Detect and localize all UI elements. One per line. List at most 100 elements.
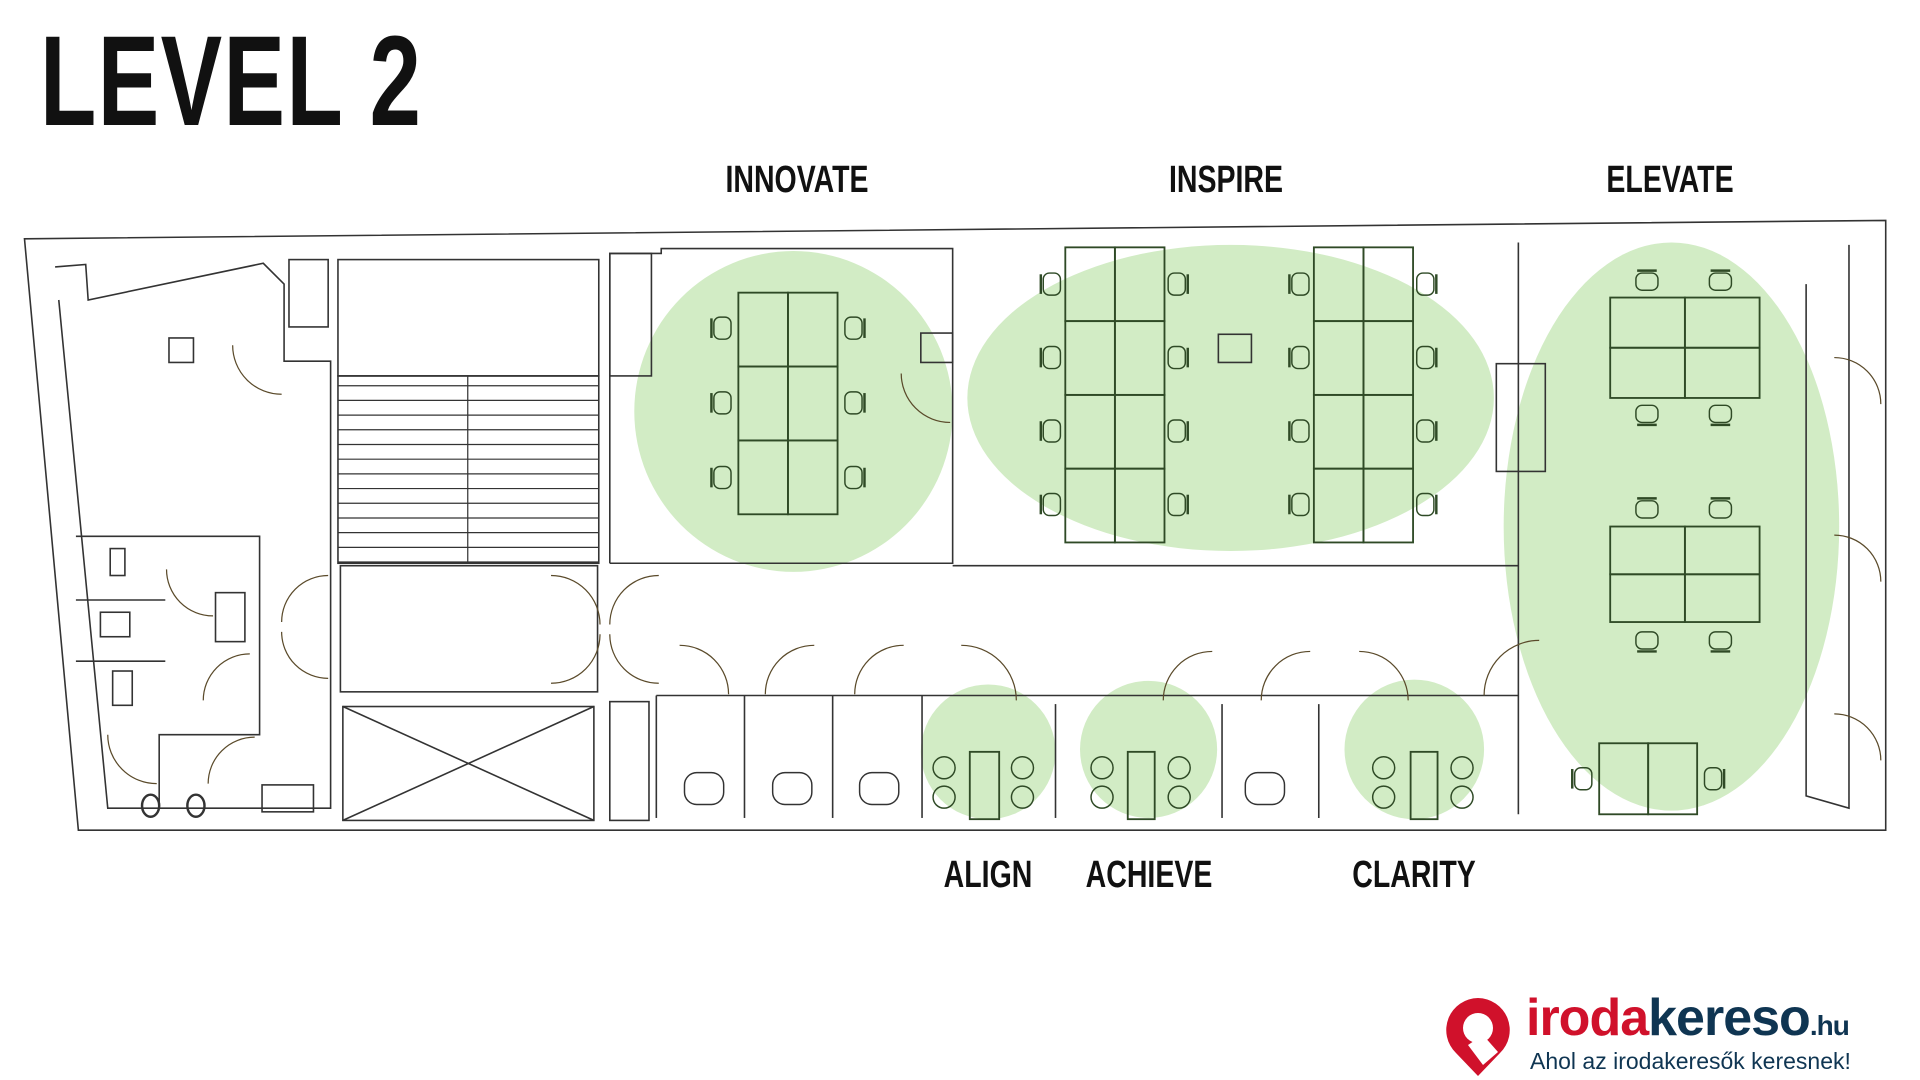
chair xyxy=(1288,345,1310,370)
stool xyxy=(1010,785,1035,809)
desk xyxy=(968,750,1001,821)
chair xyxy=(1039,492,1062,517)
chair xyxy=(1635,631,1659,653)
chair xyxy=(1167,419,1189,443)
chair xyxy=(844,465,866,490)
chair-seat xyxy=(1291,492,1310,517)
zone-innovate xyxy=(634,251,953,572)
chair-seat xyxy=(1635,500,1659,519)
room-zones xyxy=(634,242,1840,820)
chair-seat xyxy=(1042,492,1062,517)
chair xyxy=(844,391,866,415)
desk xyxy=(1409,750,1439,821)
chair-seat xyxy=(713,316,732,340)
chair-seat xyxy=(1167,345,1187,370)
chair-seat xyxy=(1416,419,1435,443)
room-label-align: ALIGN xyxy=(943,854,1033,896)
office-chair xyxy=(858,771,900,806)
stool xyxy=(1371,756,1396,780)
chair xyxy=(1708,269,1733,291)
office-chair xyxy=(1244,771,1286,806)
chair-seat xyxy=(1635,272,1659,291)
chair xyxy=(710,316,732,340)
stairs xyxy=(337,375,599,564)
chair xyxy=(1416,345,1438,370)
desks xyxy=(737,246,1761,821)
chair xyxy=(1039,419,1062,443)
brand-name: irodakereso.hu xyxy=(1526,989,1850,1047)
chair-seat xyxy=(713,465,732,490)
chair xyxy=(1288,272,1310,296)
chair-seat xyxy=(1708,500,1733,519)
chair-seat xyxy=(844,465,863,490)
stool xyxy=(1167,756,1191,780)
chair xyxy=(1708,497,1733,519)
desk xyxy=(1126,750,1156,821)
zone-achieve xyxy=(1080,680,1218,818)
page-title: LEVEL 2 xyxy=(40,10,423,153)
chair-seat xyxy=(844,391,863,415)
desk xyxy=(1683,346,1761,399)
walls xyxy=(23,219,1887,831)
desk xyxy=(1362,467,1414,544)
chairs xyxy=(140,269,1733,818)
chair xyxy=(1708,631,1733,653)
room-label-innovate: INNOVATE xyxy=(725,159,869,201)
chair-seat xyxy=(1167,492,1187,517)
desk xyxy=(1647,742,1699,816)
chair xyxy=(1039,345,1062,370)
chair-seat xyxy=(1042,272,1062,296)
chair xyxy=(1708,404,1733,427)
chair-seat xyxy=(1042,345,1062,370)
chair-seat xyxy=(1573,767,1593,791)
chair xyxy=(710,465,732,490)
desk xyxy=(1113,467,1166,544)
zone-clarity xyxy=(1344,679,1485,820)
chair-seat xyxy=(1703,767,1723,791)
chair-seat xyxy=(1708,272,1733,291)
zone-inspire xyxy=(967,244,1494,552)
chair-seat xyxy=(1291,345,1310,370)
chair-seat xyxy=(1416,272,1435,296)
chair-seat xyxy=(713,391,732,415)
brand-tagline: Ahol az irodakeresők keresnek! xyxy=(1530,1048,1851,1074)
room-label-inspire: INSPIRE xyxy=(1168,159,1284,201)
chair-seat xyxy=(1042,419,1062,443)
chair xyxy=(1635,404,1659,427)
chair xyxy=(1416,419,1438,443)
chair xyxy=(1167,345,1189,370)
stool xyxy=(932,756,956,780)
stool xyxy=(1450,785,1474,809)
desk xyxy=(787,439,839,516)
chair xyxy=(1039,272,1062,296)
chair xyxy=(1167,272,1189,296)
chair-seat xyxy=(1291,419,1310,443)
stool xyxy=(1090,756,1114,780)
chair xyxy=(1703,767,1726,791)
chair-seat xyxy=(1635,404,1659,424)
chair xyxy=(1571,767,1593,791)
room-label-clarity: CLARITY xyxy=(1352,854,1476,896)
stool xyxy=(932,785,956,809)
room-label-elevate: ELEVATE xyxy=(1606,159,1734,201)
stool xyxy=(1167,785,1191,809)
chair-seat xyxy=(1416,492,1435,517)
chair xyxy=(1416,492,1438,517)
chair-seat xyxy=(1291,272,1310,296)
chair-seat xyxy=(844,316,863,340)
map-pin-icon xyxy=(1446,998,1510,1076)
urinal xyxy=(140,793,161,818)
chair-seat xyxy=(1167,419,1187,443)
chair-seat xyxy=(1708,404,1733,424)
chair xyxy=(1288,419,1310,443)
chair xyxy=(1416,272,1438,296)
stool xyxy=(1371,785,1396,809)
chair-seat xyxy=(1416,345,1435,370)
chair xyxy=(1635,497,1659,519)
office-chair xyxy=(771,771,813,806)
chair-seat xyxy=(1708,631,1733,650)
chair xyxy=(710,391,732,415)
desk xyxy=(1683,573,1761,623)
chair xyxy=(1288,492,1310,517)
